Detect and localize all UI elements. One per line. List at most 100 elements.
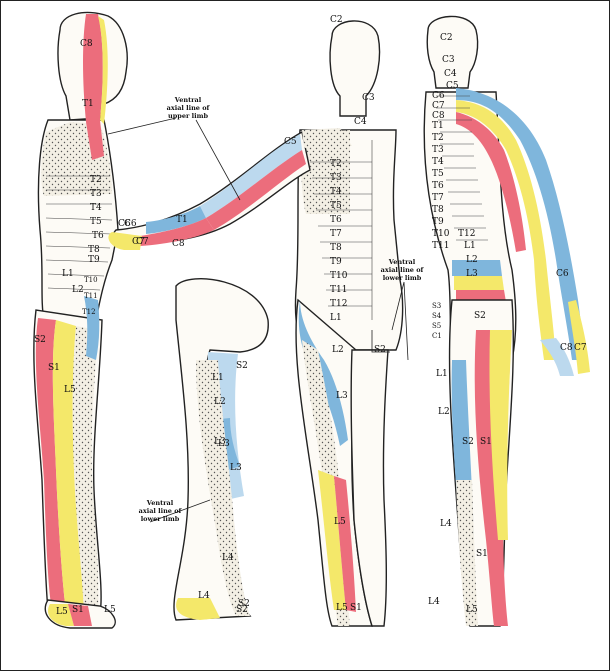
back-label: S2 (474, 311, 486, 321)
front-label: L5 (336, 603, 348, 613)
back-view-figure (423, 15, 590, 627)
back-label: T1 (432, 121, 444, 131)
back-label: T5 (432, 169, 444, 179)
side-label: T9 (88, 255, 100, 265)
front-label: S2 (236, 605, 248, 615)
front-label: T3 (330, 173, 342, 183)
ventral-lower-mid-line1: Ventral (388, 258, 416, 266)
leg-label: L2 (214, 397, 226, 407)
back-label: L1 (436, 369, 448, 379)
front-label: C8 (172, 239, 185, 249)
front-label: T7 (330, 229, 342, 239)
leg-label: L4 (222, 553, 234, 563)
side-label: T5 (90, 217, 102, 227)
back-label: T8 (432, 205, 444, 215)
side-label: T4 (90, 203, 102, 213)
side-view-labels: C8 T1 T2 T3 T4 T5 T6 T8 T9 T10 T11 T12 L… (34, 39, 145, 617)
front-label: C4 (354, 117, 367, 127)
side-label: T12 (82, 308, 96, 316)
ventral-upper-line1: Ventral (174, 96, 202, 104)
front-label: L5 (334, 517, 346, 527)
back-label: L2 (438, 407, 450, 417)
side-label: C8 (80, 39, 93, 49)
back-label: L4 (440, 519, 452, 529)
back-label: S4 (432, 312, 442, 320)
ventral-upper-line2: axial line of (167, 104, 211, 112)
ventral-lower-mid-leader (391, 281, 409, 361)
side-label: L5 (64, 385, 76, 395)
ventral-lower-left-line1: Ventral (146, 499, 174, 507)
side-label: T1 (82, 99, 94, 109)
front-view-labels: C2 C3 C4 T2 T3 T4 T5 T6 T7 T8 T9 T10 T11… (118, 15, 386, 615)
front-label: S2 (374, 345, 386, 355)
back-label: T4 (432, 157, 444, 167)
back-label: C7 (432, 101, 445, 111)
front-label: C7 (136, 237, 149, 247)
ventral-lower-mid-line2: axial line of (381, 266, 425, 274)
front-label: L2 (332, 345, 344, 355)
ventral-lower-left-line3: lower limb (141, 515, 180, 523)
front-label: T6 (330, 215, 342, 225)
leg-label: L3 (214, 437, 226, 447)
back-label: T7 (432, 193, 444, 203)
front-label: L3 (336, 391, 348, 401)
side-label: S1 (72, 605, 84, 615)
leg-label: L1 (212, 373, 224, 383)
back-label: C1 (432, 332, 442, 340)
back-label: T3 (432, 145, 444, 155)
leg-label: S2 (238, 599, 250, 609)
back-label: C2 (440, 33, 453, 43)
side-label: T2 (90, 175, 102, 185)
ventral-upper-leader (107, 117, 241, 201)
side-label: L2 (72, 285, 84, 295)
back-label: T6 (432, 181, 444, 191)
back-label: C7 (574, 343, 587, 353)
ventral-lower-mid-line3: lower limb (383, 274, 422, 282)
front-view-figure (108, 20, 404, 627)
front-label: T5 (330, 201, 342, 211)
side-label: S1 (48, 363, 60, 373)
leg-view-labels: L1 L2 L3 S2 L3 L4 S2 (212, 361, 250, 609)
back-label: C6 (556, 269, 569, 279)
back-label: S1 (476, 549, 488, 559)
leg-view-figure (173, 278, 269, 621)
back-view-labels: C2 C3 C4 C5 C6 C7 C8 T1 T2 T3 T4 T5 T6 T… (428, 33, 587, 615)
front-label: T12 (330, 299, 347, 309)
back-label: C5 (446, 81, 459, 91)
side-label: L1 (62, 269, 74, 279)
front-label: C3 (362, 93, 375, 103)
ventral-lower-left-leader (149, 499, 211, 523)
side-label: S2 (34, 335, 46, 345)
back-label: C4 (444, 69, 457, 79)
front-label: L1 (330, 313, 342, 323)
front-label: C6 (118, 219, 131, 229)
side-label: T6 (92, 231, 104, 241)
back-label: T10 (432, 229, 450, 239)
back-label: S1 (480, 437, 492, 447)
back-label: T12 (458, 229, 475, 239)
front-label: T2 (330, 159, 342, 169)
front-label: L4 (198, 591, 210, 601)
back-label: C8 (432, 111, 445, 121)
ventral-upper-line3: upper limb (168, 112, 208, 120)
front-label: C5 (284, 137, 297, 147)
back-label: L2 (466, 255, 478, 265)
side-label: L5 (104, 605, 116, 615)
front-label: T8 (330, 243, 342, 253)
front-label: L3 (218, 439, 230, 449)
back-label: C6 (432, 91, 445, 101)
side-label: T3 (90, 189, 102, 199)
side-label: L5 (56, 607, 68, 617)
back-label: T9 (432, 217, 444, 227)
back-label: T11 (432, 241, 449, 251)
front-label: T9 (330, 257, 342, 267)
side-label: T8 (88, 245, 100, 255)
back-label: L4 (428, 597, 440, 607)
ventral-lower-left-line2: axial line of (139, 507, 183, 515)
front-label: T1 (176, 215, 188, 225)
back-label: S5 (432, 322, 441, 330)
back-label: S3 (432, 302, 441, 310)
side-label: C6 (124, 219, 137, 229)
side-label: T11 (84, 292, 98, 300)
